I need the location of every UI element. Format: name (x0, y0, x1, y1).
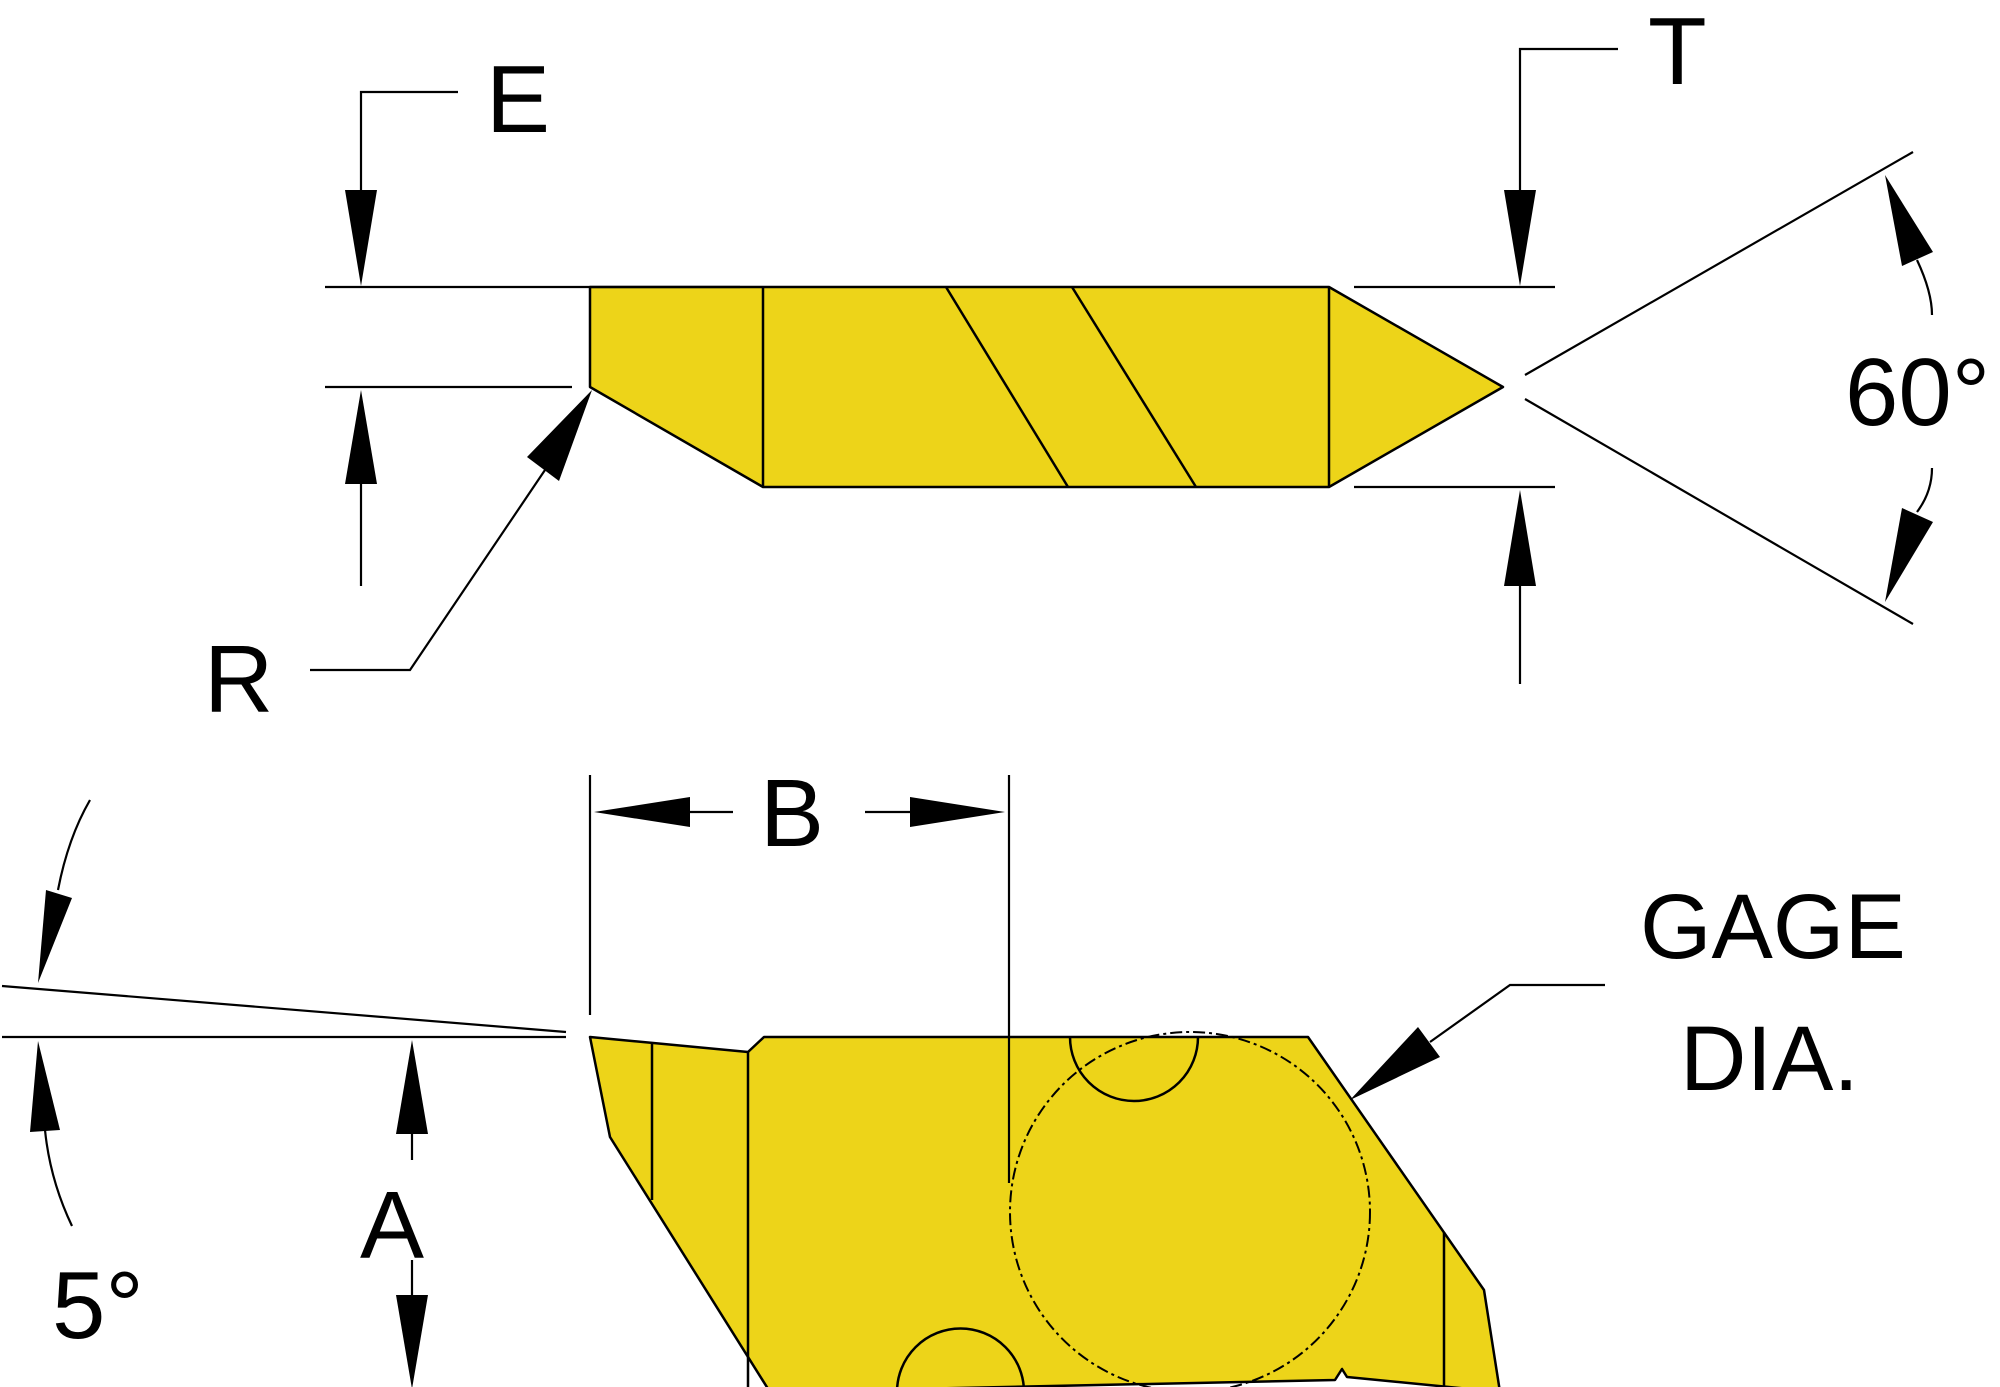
arrow-up-icon (1504, 490, 1536, 586)
arrow-angle-icon (1885, 508, 1933, 602)
label-e: E (486, 46, 550, 153)
label-r: R (204, 626, 273, 733)
arrow-up-icon (345, 390, 377, 484)
arrow-down-icon (396, 1295, 428, 1387)
label-a: A (360, 1172, 424, 1279)
arrow-up-icon (396, 1040, 428, 1134)
arrow-angle-icon (1885, 175, 1933, 266)
bottom-notch (895, 1327, 1026, 1387)
arrow-right-icon (910, 797, 1005, 827)
angle-5 (1, 799, 567, 1227)
arrow-down-icon (1504, 190, 1536, 286)
arrow-angle-icon (38, 890, 72, 983)
label-5-degrees: 5° (52, 1252, 144, 1359)
top-notch (1068, 1036, 1200, 1103)
angle-60 (1524, 151, 1934, 625)
arrow-left-icon (594, 797, 690, 827)
leader-r (310, 390, 592, 672)
label-t: T (1648, 0, 1707, 105)
arrow-diagonal-icon (1350, 1027, 1440, 1100)
dimension-t (1354, 47, 1618, 684)
label-b: B (760, 760, 824, 867)
label-dia: DIA. (1680, 1008, 1859, 1110)
top-diagonal-2 (1070, 286, 1198, 488)
top-diagonal-1 (944, 286, 1070, 488)
insert-top-body (588, 285, 1505, 489)
dimension-e (325, 90, 740, 586)
dimension-b (588, 775, 1011, 1183)
top-view (310, 47, 1934, 684)
gage-diameter-circle (1009, 1031, 1371, 1387)
side-view (1, 775, 1605, 1387)
arrow-angle-icon (30, 1041, 60, 1132)
arrow-down-icon (345, 190, 377, 286)
label-60-degrees: 60° (1845, 339, 1990, 446)
dimension-a (396, 1040, 428, 1387)
label-gage: GAGE (1640, 876, 1906, 978)
insert-side-body (588, 1035, 1501, 1387)
arrow-diagonal-icon (527, 390, 592, 481)
leader-gage-dia (1350, 983, 1605, 1100)
